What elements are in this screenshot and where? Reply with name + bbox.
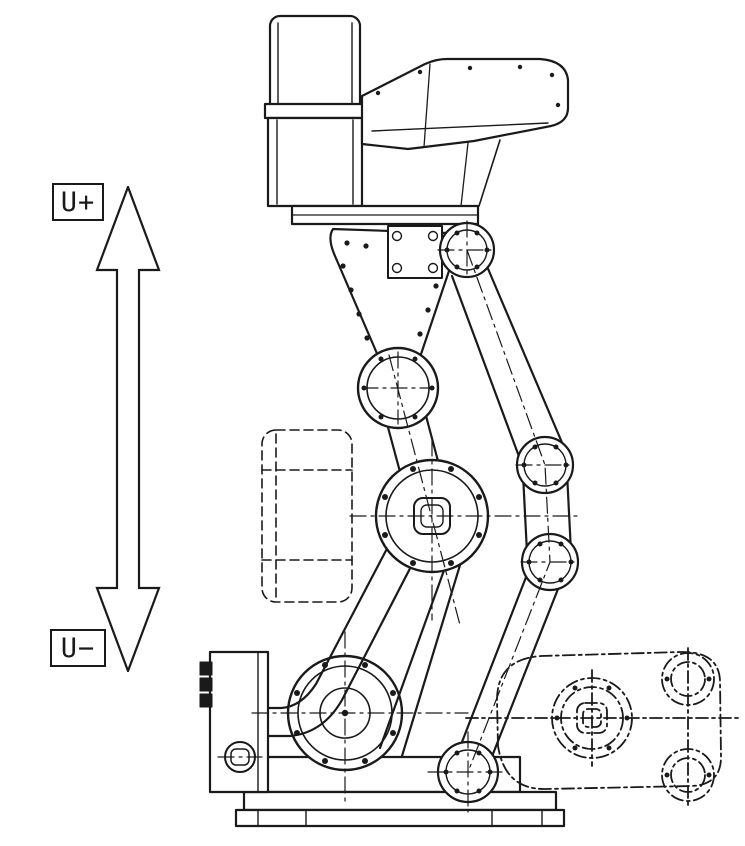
robot-bolt-holes <box>294 230 574 794</box>
robot-centerlines <box>217 220 581 813</box>
u-axis-double-arrow-icon <box>95 186 161 672</box>
robot-upper-arm-housing <box>360 57 570 207</box>
u-minus-label: U− <box>50 629 106 667</box>
robot-base-motor-box <box>199 650 270 794</box>
u-plus-label: U+ <box>52 183 104 221</box>
robot-wrist-assembly <box>263 14 367 208</box>
robot-hidden-motor-outline <box>261 429 353 603</box>
robot-base <box>234 755 566 828</box>
robot-phantom-arm <box>465 647 743 807</box>
robot-rear-link <box>446 262 573 780</box>
robot-wrist-flange <box>290 204 480 226</box>
